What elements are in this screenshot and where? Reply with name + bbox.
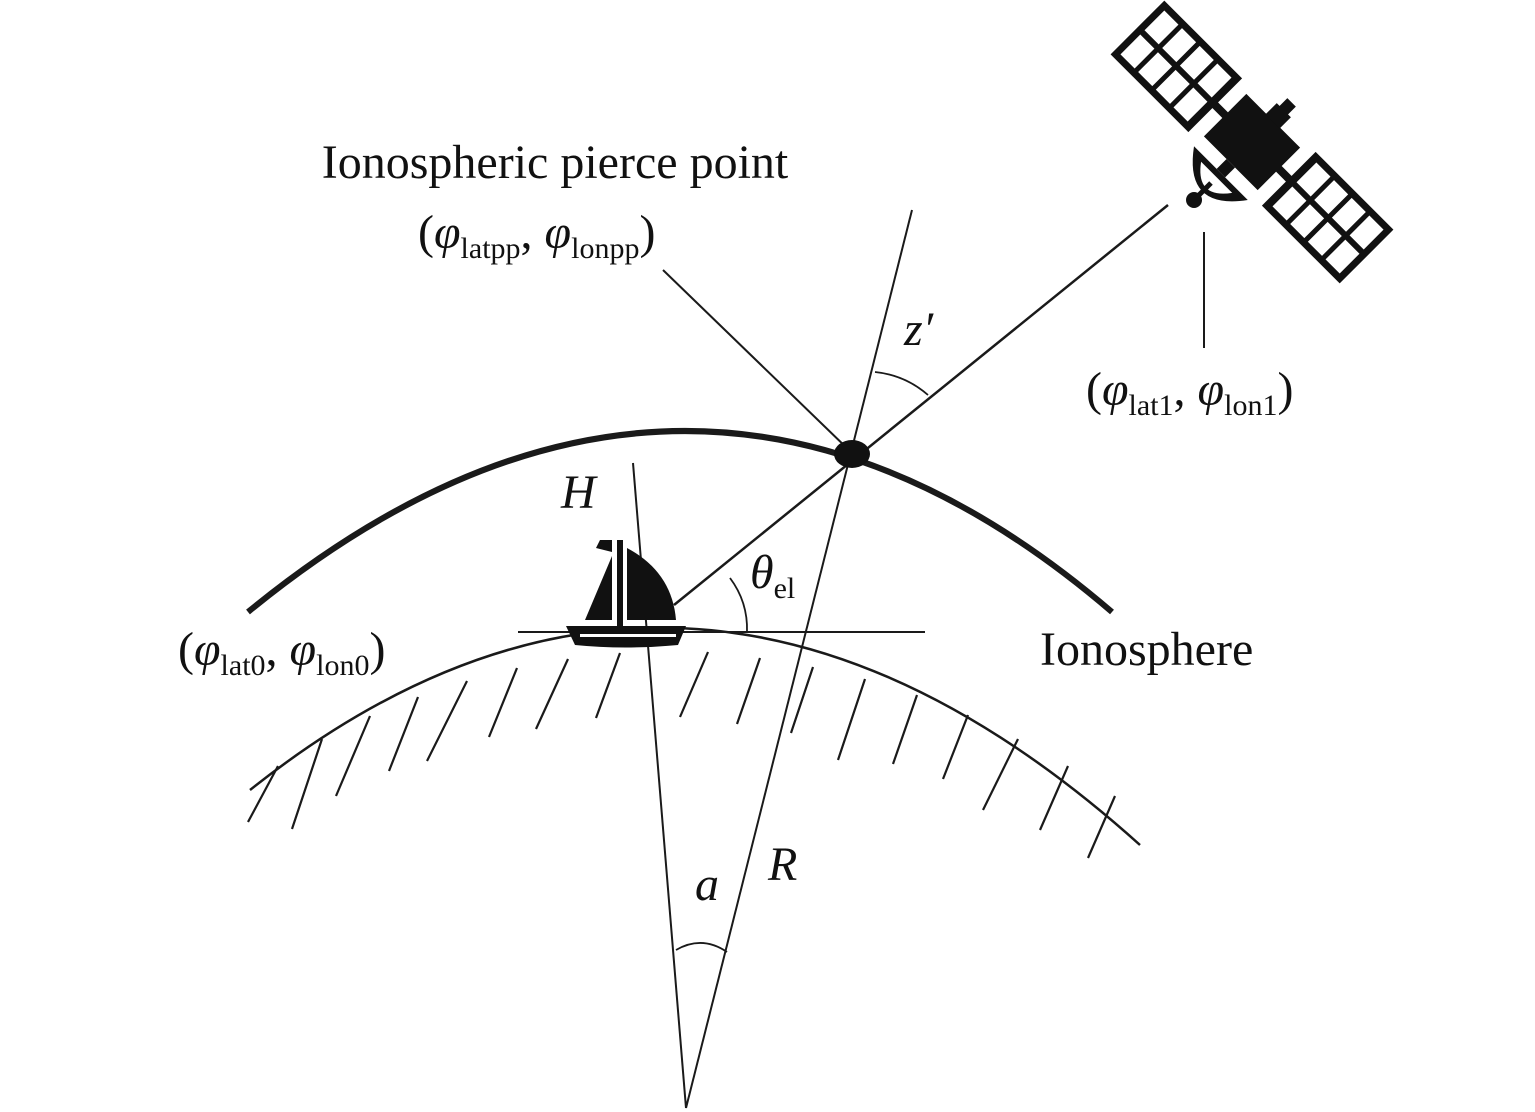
receiver-coordinates: (φlat0, φlon0) <box>178 623 385 682</box>
pierce-point-title: Ionospheric pierce point <box>322 136 789 189</box>
zenith-angle-arc <box>874 371 929 396</box>
elevation-angle-label: θel <box>750 546 795 605</box>
pierce-point-marker <box>834 440 870 468</box>
central-angle-arc <box>675 942 728 953</box>
central-angle-label: a <box>695 858 719 911</box>
ionosphere-label: Ionosphere <box>1040 623 1253 676</box>
earth-hatching <box>247 651 1117 859</box>
earth-radius-label: R <box>767 838 797 891</box>
satellite-icon <box>1110 0 1394 284</box>
earth-surface-arc <box>249 626 1141 846</box>
pierce-point-coordinates: (φlatpp, φlonpp) <box>418 206 655 265</box>
ionosphere-arc <box>246 428 1114 615</box>
satellite-coordinates: (φlat1, φlon1) <box>1086 363 1293 422</box>
zenith-angle-label: z′ <box>903 303 935 356</box>
ionosphere-height-label: H <box>560 466 598 519</box>
pierce-radial-line <box>685 209 913 1109</box>
signal-ray-line <box>673 204 1169 606</box>
sailboat-icon <box>566 540 686 648</box>
elevation-angle-arc <box>729 577 748 633</box>
pierce-label-leader <box>662 269 853 454</box>
